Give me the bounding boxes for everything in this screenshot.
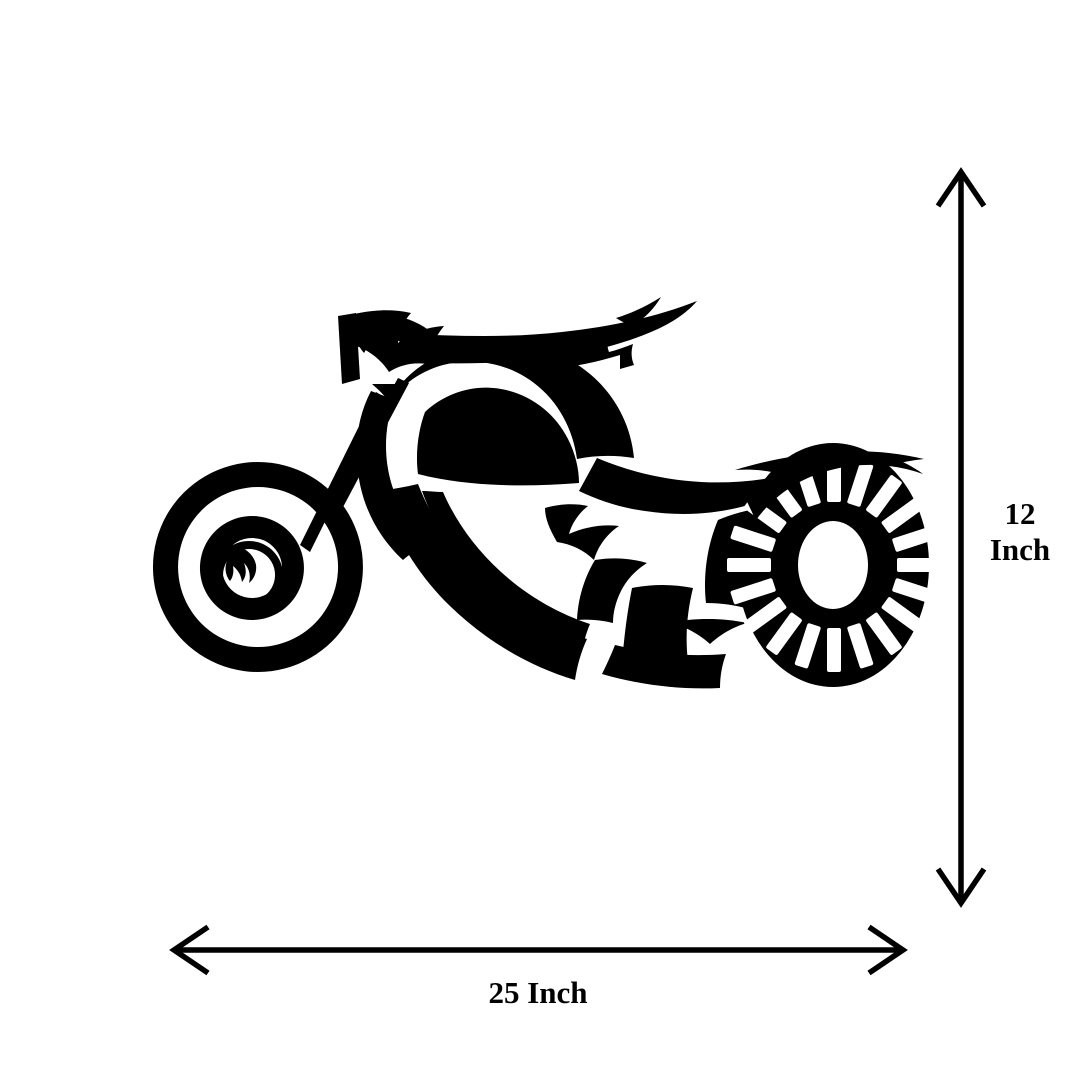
tank-inner-fill [416, 387, 579, 486]
motorcycle-silhouette-group [152, 297, 941, 689]
handlebar-grip-wedge [338, 313, 360, 384]
height-unit-line: Inch [989, 531, 1051, 567]
front-wheel [152, 462, 363, 673]
height-arrow-head-bottom [935, 867, 987, 908]
tank-lower-scoop [356, 391, 430, 560]
exhaust-sweep [675, 619, 747, 644]
width-dimension-label: 25 Inch [488, 975, 588, 1010]
windscreen-tip [616, 297, 661, 326]
front-wheel-flame-motif [225, 546, 257, 583]
height-value-line: 12 [1004, 496, 1036, 531]
engine-and-frame [380, 484, 747, 689]
width-arrow-head-right [867, 924, 908, 976]
height-arrow-head-top [935, 167, 987, 208]
height-dimension-arrow [935, 167, 987, 908]
engine-flame-v [577, 558, 647, 623]
rear-fender-arc [745, 449, 923, 520]
width-dimension-arrow [169, 924, 908, 976]
swingarm [602, 645, 726, 689]
rear-wheel-hub [798, 521, 868, 609]
fuel-tank [356, 342, 634, 560]
width-arrow-head-left [169, 924, 210, 976]
engine-flame-center [545, 504, 619, 560]
frame-downtube-inner [422, 491, 590, 645]
tank-outer-body [372, 342, 634, 459]
engine-block [622, 585, 693, 666]
